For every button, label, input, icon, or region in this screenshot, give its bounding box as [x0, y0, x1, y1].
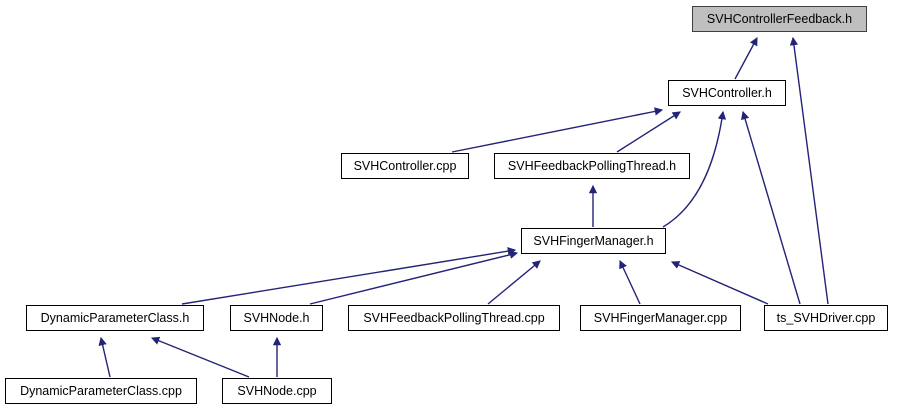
node-label: SVHFeedbackPollingThread.h	[507, 158, 677, 173]
node-label: SVHFingerManager.h	[533, 233, 654, 248]
node-svhfeedbackpollingthread-cpp[interactable]: SVHFeedbackPollingThread.cpp	[348, 305, 560, 331]
node-dynamicparameterclass-h[interactable]: DynamicParameterClass.h	[26, 305, 204, 331]
node-label: SVHNode.cpp	[237, 383, 317, 398]
edge-ts-svhdriver-cpp-to-svhcontroller-h	[741, 110, 801, 305]
node-label: SVHFingerManager.cpp	[593, 310, 728, 325]
node-label: SVHNode.h	[243, 310, 310, 325]
node-svhcontroller-h[interactable]: SVHController.h	[668, 80, 786, 106]
edge-dynamicparameterclass-cpp-to-dynamicparameterclass-h	[98, 336, 111, 378]
node-label: ts_SVHDriver.cpp	[776, 310, 876, 325]
node-svhcontrollerfeedback-h[interactable]: SVHControllerFeedback.h	[692, 6, 867, 32]
edge-ts-svhdriver-cpp-to-svhcontrollerfeedback-h	[789, 36, 829, 305]
node-dynamicparameterclass-cpp[interactable]: DynamicParameterClass.cpp	[5, 378, 197, 404]
node-ts-svhdriver-cpp[interactable]: ts_SVHDriver.cpp	[764, 305, 888, 331]
edge-svhcontroller-cpp-to-svhcontroller-h	[451, 107, 664, 153]
node-svhcontroller-cpp[interactable]: SVHController.cpp	[341, 153, 469, 179]
edge-ts-svhdriver-cpp-to-svhfingermanager-h	[670, 261, 769, 305]
edge-svhfeedbackpollingthread-cpp-to-svhfingermanager-h	[487, 260, 541, 305]
node-svhfingermanager-cpp[interactable]: SVHFingerManager.cpp	[580, 305, 741, 331]
node-svhnode-h[interactable]: SVHNode.h	[230, 305, 323, 331]
edge-svhnode-h-to-svhfingermanager-h	[309, 250, 519, 305]
edge-dynamicparameterclass-h-to-svhfingermanager-h	[181, 247, 517, 305]
node-label: SVHController.h	[682, 85, 772, 100]
node-label: SVHControllerFeedback.h	[706, 11, 853, 26]
edge-svhfeedbackpollingthread-h-to-svhcontroller-h	[616, 111, 681, 153]
node-label: DynamicParameterClass.cpp	[20, 383, 182, 398]
node-label: SVHFeedbackPollingThread.cpp	[363, 310, 545, 325]
edge-svhnode-cpp-to-dynamicparameterclass-h	[150, 336, 250, 378]
edge-svhfingermanager-cpp-to-svhfingermanager-h	[619, 259, 641, 305]
node-svhfeedbackpollingthread-h[interactable]: SVHFeedbackPollingThread.h	[494, 153, 690, 179]
node-svhnode-cpp[interactable]: SVHNode.cpp	[222, 378, 332, 404]
node-label: DynamicParameterClass.h	[40, 310, 190, 325]
node-label: SVHController.cpp	[353, 158, 457, 173]
node-svhfingermanager-h[interactable]: SVHFingerManager.h	[521, 228, 666, 254]
edge-svhcontroller-h-to-svhcontrollerfeedback-h	[734, 37, 758, 80]
